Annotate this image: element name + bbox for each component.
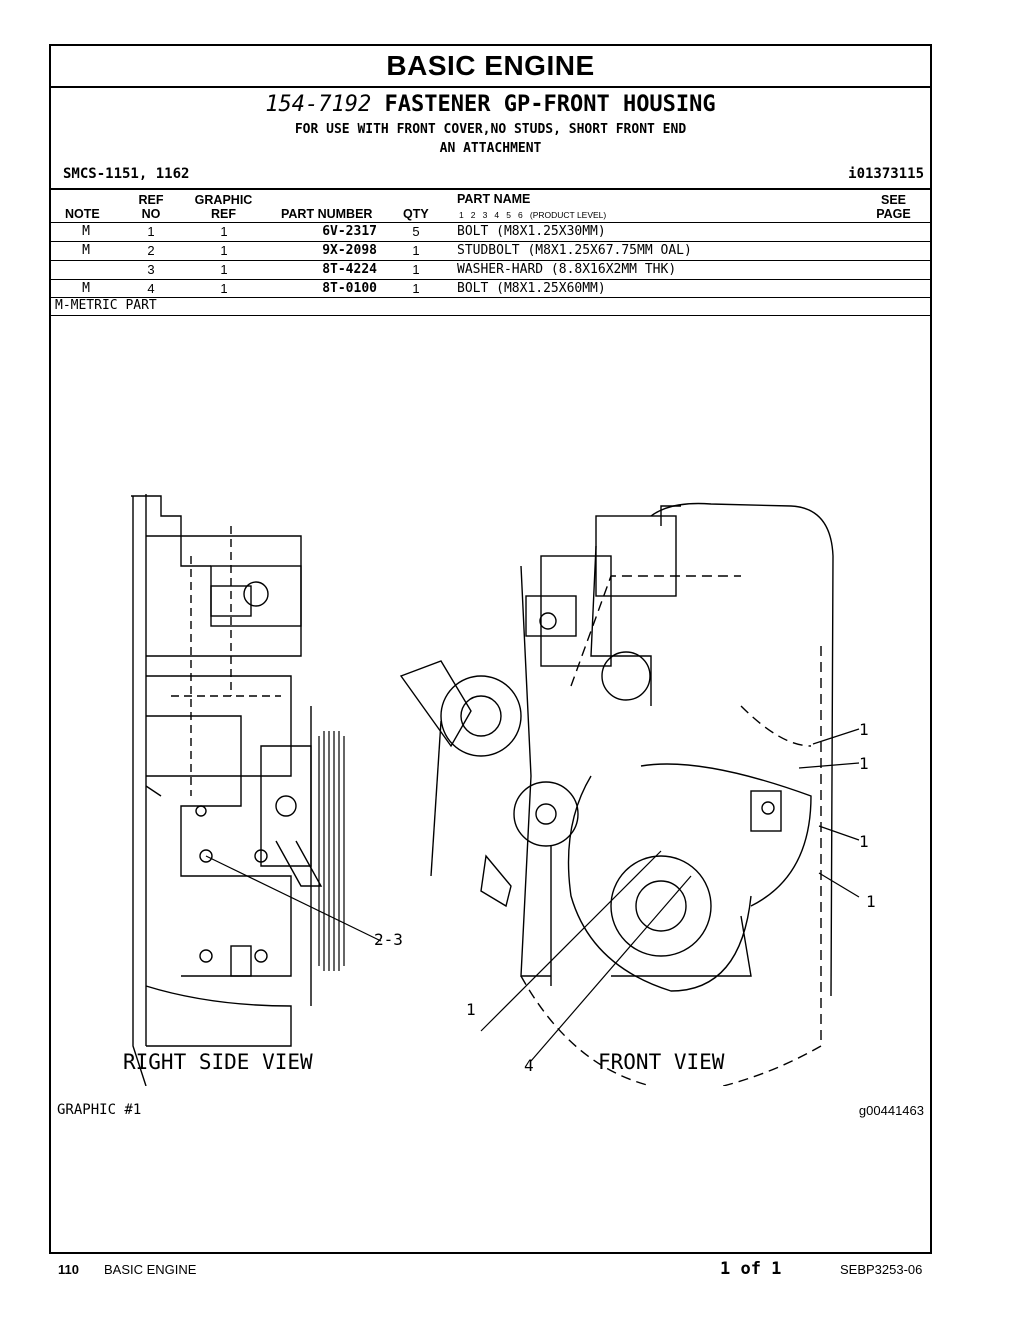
col-header-part-number: PART NUMBER xyxy=(281,207,373,221)
metric-footnote: M-METRIC PART xyxy=(55,298,157,313)
row3-graphic: 1 xyxy=(220,262,228,277)
table-bottom-divider xyxy=(51,315,930,316)
row4-note: M xyxy=(82,281,90,296)
group-part-name: FASTENER GP-FRONT HOUSING xyxy=(384,92,716,117)
col-header-ref-top: REF xyxy=(138,193,164,207)
footer-section: BASIC ENGINE xyxy=(104,1262,197,1277)
col-header-see-top: SEE xyxy=(880,193,906,207)
col-header-product-levels: 1 2 3 4 5 6 (PRODUCT LEVEL) xyxy=(459,210,607,220)
row-divider xyxy=(51,241,930,242)
row2-note: M xyxy=(82,243,90,258)
row3-part-name: WASHER-HARD (8.8X16X2MM THK) xyxy=(457,262,677,277)
row2-graphic: 1 xyxy=(220,243,228,258)
callout-1: 1 xyxy=(859,832,869,851)
row-divider xyxy=(51,297,930,298)
engine-illustration xyxy=(131,494,860,1086)
col-header-note: NOTE xyxy=(65,207,100,221)
row4-ref: 4 xyxy=(147,281,155,296)
document-id: SEBP3253-06 xyxy=(840,1262,923,1277)
title-divider xyxy=(51,86,930,88)
callout-2-3: 2-3 xyxy=(374,930,403,949)
row2-ref: 2 xyxy=(147,243,155,258)
col-header-graphic-bottom: REF xyxy=(211,207,236,221)
row1-part-number[interactable]: 6V-2317 xyxy=(322,224,377,239)
row2-qty: 1 xyxy=(412,243,420,258)
col-header-ref-bottom: NO xyxy=(141,207,161,221)
row4-graphic: 1 xyxy=(220,281,228,296)
callout-1: 1 xyxy=(866,892,876,911)
page-frame: BASIC ENGINE 154-7192 FASTENER GP-FRONT … xyxy=(49,44,932,1254)
group-part-number: 154-7192 xyxy=(265,92,372,117)
usage-note-line1: FOR USE WITH FRONT COVER,NO STUDS, SHORT… xyxy=(294,122,687,137)
row1-ref: 1 xyxy=(147,224,155,239)
row1-graphic: 1 xyxy=(220,224,228,239)
row1-note: M xyxy=(82,224,90,239)
row3-part-number[interactable]: 8T-4224 xyxy=(322,262,377,277)
usage-note-line2: AN ATTACHMENT xyxy=(439,141,542,156)
page-number: 110 xyxy=(58,1262,79,1277)
right-side-view-drawing xyxy=(131,494,345,1086)
callout-leaders xyxy=(205,728,860,1062)
row3-qty: 1 xyxy=(412,262,420,277)
row4-part-name: BOLT (M8X1.25X60MM) xyxy=(457,281,606,296)
row1-qty: 5 xyxy=(412,224,420,239)
callout-1: 1 xyxy=(466,1000,476,1019)
callout-4: 4 xyxy=(524,1056,534,1075)
table-top-divider xyxy=(51,188,930,190)
graphic-label: GRAPHIC #1 xyxy=(57,1102,142,1118)
row-divider xyxy=(51,279,930,280)
header-divider xyxy=(51,222,930,223)
part-group-title: 154-7192 FASTENER GP-FRONT HOUSING xyxy=(51,91,930,119)
row-divider xyxy=(51,260,930,261)
row2-part-name: STUDBOLT (M8X1.25X67.75MM OAL) xyxy=(457,243,692,258)
row1-part-name: BOLT (M8X1.25X30MM) xyxy=(457,224,606,239)
graphic-id: g00441463 xyxy=(858,1103,924,1118)
callout-1: 1 xyxy=(859,720,869,739)
col-header-qty: QTY xyxy=(403,207,429,221)
col-header-graphic-top: GRAPHIC xyxy=(194,193,253,207)
col-header-part-name: PART NAME xyxy=(457,192,531,206)
front-view-label: FRONT VIEW xyxy=(598,1050,725,1074)
row4-part-number[interactable]: 8T-0100 xyxy=(322,281,377,296)
right-side-view-label: RIGHT SIDE VIEW xyxy=(123,1050,313,1074)
smcs-code: SMCS-1151, 1162 xyxy=(63,166,190,182)
col-header-see-bottom: PAGE xyxy=(876,207,911,221)
front-view-drawing xyxy=(399,502,834,1086)
row4-qty: 1 xyxy=(412,281,420,296)
info-identifier: i01373115 xyxy=(848,166,924,182)
page-of: 1 of 1 xyxy=(720,1259,782,1279)
callout-1: 1 xyxy=(859,754,869,773)
row3-ref: 3 xyxy=(147,262,155,277)
row2-part-number[interactable]: 9X-2098 xyxy=(322,243,377,258)
page-title: BASIC ENGINE xyxy=(386,50,595,81)
